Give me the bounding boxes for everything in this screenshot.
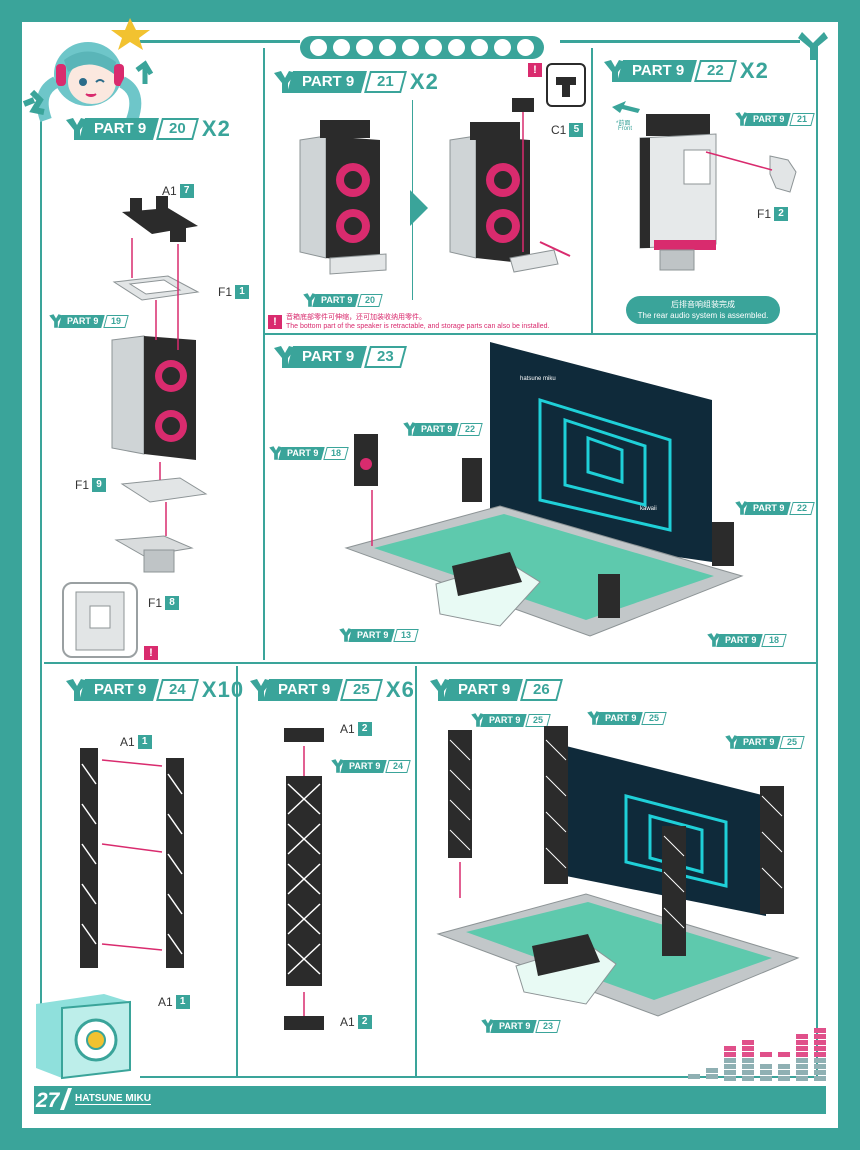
section-header-part9-26: PART 9 26 bbox=[428, 677, 563, 703]
y-logo-icon bbox=[725, 735, 739, 749]
front-label-en: Front bbox=[618, 126, 633, 132]
part-label-text: PART 9 bbox=[94, 120, 147, 137]
y-logo-icon bbox=[587, 711, 601, 725]
ref-label-part9-24: PART 9 24 bbox=[330, 758, 412, 774]
detail-inset-box bbox=[62, 582, 138, 658]
ref-label-part9-19: PART 9 19 bbox=[48, 313, 130, 329]
page-number: 27 bbox=[36, 1089, 60, 1112]
ref-label-part9-25-b: PART 9 25 bbox=[586, 710, 668, 726]
decorative-dot-strip bbox=[300, 36, 544, 59]
ref-label-part9-21: PART 9 21 bbox=[734, 111, 816, 127]
miku-mascot-icon bbox=[22, 18, 154, 123]
section-header-part9-22: PART 9 22 X2 bbox=[602, 58, 769, 84]
panel-divider-v4 bbox=[415, 666, 417, 1076]
footer-title: HATSUNE MIKU bbox=[75, 1093, 151, 1105]
panel-divider-top-right bbox=[560, 40, 800, 43]
ref-label-part9-22-left: PART 9 22 bbox=[402, 421, 484, 437]
note-chinese: 音箱底部零件可伸缩，还可加装收纳用零件。 bbox=[286, 314, 426, 321]
front-arrow-icon bbox=[612, 101, 640, 113]
y-logo-icon bbox=[707, 633, 721, 647]
speaker-step-2-diagram bbox=[449, 98, 571, 273]
c1-detail-inset bbox=[546, 63, 586, 107]
ref-label-part9-25-c: PART 9 25 bbox=[724, 734, 806, 750]
assembled-banner: 后排音响组装完成 The rear audio system is assemb… bbox=[626, 296, 780, 324]
y-logo-icon bbox=[735, 501, 749, 515]
equalizer-bars-icon bbox=[688, 1028, 826, 1081]
multiplier-text: X2 bbox=[201, 116, 231, 141]
y-logo-icon bbox=[604, 60, 626, 82]
truss-tower-diagram bbox=[284, 728, 324, 1030]
warning-icon: ! bbox=[528, 63, 542, 77]
speaker-step-1-diagram bbox=[299, 120, 387, 275]
assembled-cn: 后排音响组装完成 bbox=[671, 300, 735, 309]
y-logo-icon bbox=[250, 679, 272, 701]
speaker-rear-diagram bbox=[639, 114, 797, 271]
step-arrow-icon bbox=[410, 190, 428, 226]
y-logo-icon bbox=[303, 293, 317, 307]
section-header-part9-24: PART 9 24 X10 bbox=[64, 677, 244, 703]
ref-label-part9-13: PART 9 13 bbox=[338, 627, 420, 643]
y-logo-icon bbox=[339, 628, 353, 642]
y-logo-icon bbox=[274, 71, 296, 93]
ref-label-part9-18-right: PART 9 18 bbox=[706, 632, 788, 648]
section-header-part9-25: PART 9 25 X6 bbox=[248, 677, 415, 703]
screen-text-label-2: kawaii bbox=[640, 506, 657, 512]
y-logo-icon bbox=[403, 422, 417, 436]
y-logo-icon bbox=[481, 1019, 495, 1033]
stage-assembly-diagram: hatsune miku kawaii bbox=[344, 342, 744, 637]
ref-label-part9-23: PART 9 23 bbox=[480, 1018, 562, 1034]
y-logo-icon bbox=[269, 446, 283, 460]
panel-divider-bottom bbox=[140, 1076, 820, 1078]
y-logo-icon bbox=[331, 759, 345, 773]
panel-divider-top bbox=[140, 40, 300, 43]
ref-label-part9-20: PART 9 20 bbox=[302, 292, 384, 308]
part-number-text: 20 bbox=[169, 120, 186, 137]
section-header-part9-21: PART 9 21 X2 bbox=[272, 69, 439, 95]
panel-divider-v1 bbox=[263, 48, 265, 660]
clip-part-icon bbox=[556, 77, 576, 97]
ref-label-part9-25-a: PART 9 25 bbox=[470, 712, 552, 728]
base-part-detail-icon bbox=[75, 591, 125, 651]
warning-icon: ! bbox=[268, 315, 282, 329]
y-logo-icon bbox=[49, 314, 63, 328]
y-logo-icon bbox=[471, 713, 485, 727]
screen-text-label: hatsune miku bbox=[520, 376, 556, 382]
note-english: The bottom part of the speaker is retrac… bbox=[286, 323, 550, 330]
full-stage-with-trusses-diagram bbox=[436, 726, 800, 1017]
y-logo-icon bbox=[430, 679, 452, 701]
panel-divider-right bbox=[816, 40, 818, 1080]
panel-divider-h2 bbox=[44, 662, 816, 664]
ref-label-part9-18-left: PART 9 18 bbox=[268, 445, 350, 461]
truss-halves-diagram bbox=[80, 748, 184, 968]
section-header-part9-20: PART 9 20 X2 bbox=[64, 116, 231, 142]
panel-divider-v2 bbox=[591, 48, 593, 333]
panel-divider-h1 bbox=[263, 333, 816, 335]
corner-y-logo-icon bbox=[798, 32, 828, 60]
panel-divider-left bbox=[40, 120, 42, 1040]
y-logo-icon bbox=[735, 112, 749, 126]
warning-icon: ! bbox=[144, 646, 158, 660]
speaker-exploded-diagram bbox=[111, 196, 208, 573]
speaker-box-decoration-icon bbox=[36, 994, 131, 1080]
front-label-cn: *前面 bbox=[616, 121, 631, 127]
section-header-part9-23: PART 9 23 bbox=[272, 344, 407, 370]
y-logo-icon bbox=[66, 679, 88, 701]
y-logo-icon bbox=[274, 346, 296, 368]
y-logo-icon bbox=[66, 118, 88, 140]
panel-divider-v3 bbox=[236, 666, 238, 1076]
footer-bar bbox=[34, 1086, 826, 1114]
ref-label-part9-22-right: PART 9 22 bbox=[734, 500, 816, 516]
assembled-en: The rear audio system is assembled. bbox=[637, 311, 769, 320]
